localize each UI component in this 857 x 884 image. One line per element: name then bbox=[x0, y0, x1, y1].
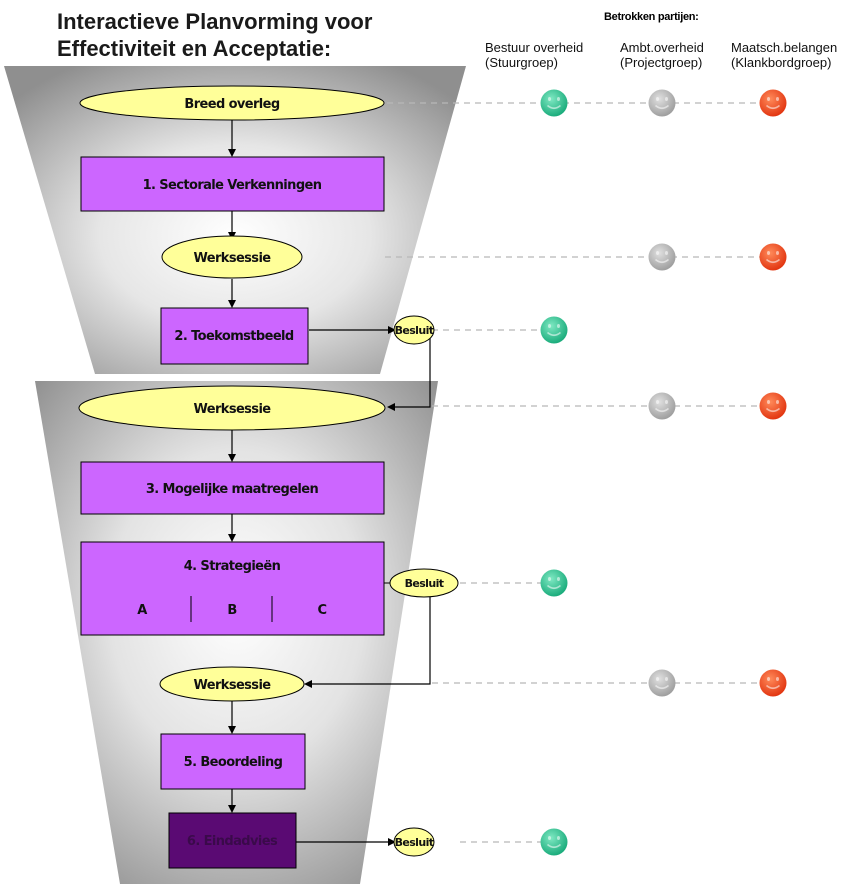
step-5-label: 5. Beoordeling bbox=[184, 755, 283, 770]
parties-heading: Betrokken partijen: bbox=[604, 11, 699, 23]
step-3-box: 3. Mogelijke maatregelen bbox=[80, 461, 385, 515]
step-6-label: 6. Eindadvies bbox=[187, 834, 278, 849]
smiley-grey-icon bbox=[647, 668, 677, 698]
step-4-label: 4. Strategieën bbox=[184, 559, 281, 574]
party-connector-lines bbox=[385, 102, 760, 843]
smiley-red-icon bbox=[758, 242, 788, 272]
breed-overleg-label: Breed overleg bbox=[184, 97, 279, 112]
smiley-red-icon bbox=[758, 391, 788, 421]
party-ambt-group: (Projectgroep) bbox=[620, 55, 703, 70]
diagram-title: Interactieve Planvorming voor Effectivit… bbox=[57, 8, 372, 62]
werksessie-3-label: Werksessie bbox=[193, 678, 271, 693]
besluit-2-label: Besluit bbox=[405, 577, 444, 590]
besluit-1-node: Besluit bbox=[393, 315, 435, 345]
besluit-1-label: Besluit bbox=[395, 324, 434, 337]
party-maatsch-name: Maatsch.belangen bbox=[731, 40, 838, 55]
party-label-maatsch: Maatsch.belangen (Klankbordgroep) bbox=[731, 40, 837, 70]
step-6-box: 6. Eindadvies bbox=[168, 812, 297, 869]
party-maatsch-group: (Klankbordgroep) bbox=[731, 55, 832, 70]
werksessie-3-node: Werksessie bbox=[159, 666, 305, 702]
party-bestuur-name: Bestuur overheid bbox=[485, 40, 584, 55]
strategy-a: A bbox=[137, 603, 147, 618]
smiley-green-icon bbox=[539, 315, 569, 345]
breed-overleg-node: Breed overleg bbox=[79, 85, 385, 121]
upper-funnel bbox=[4, 66, 466, 374]
werksessie-1-node: Werksessie bbox=[161, 235, 303, 279]
smiley-red-icon bbox=[758, 668, 788, 698]
step-2-label: 2. Toekomstbeeld bbox=[174, 329, 294, 344]
smiley-red-icon bbox=[758, 88, 788, 118]
besluit-2-node: Besluit bbox=[384, 568, 459, 598]
party-smileys bbox=[539, 88, 788, 857]
besluit-3-label: Besluit bbox=[395, 836, 434, 849]
title-line-1: Interactieve Planvorming voor bbox=[57, 9, 373, 34]
step-5-box: 5. Beoordeling bbox=[160, 733, 306, 790]
smiley-green-icon bbox=[539, 88, 569, 118]
smiley-green-icon bbox=[539, 568, 569, 598]
step-2-box: 2. Toekomstbeeld bbox=[160, 307, 309, 365]
step-1-label: 1. Sectorale Verkenningen bbox=[143, 178, 322, 193]
smiley-grey-icon bbox=[647, 391, 677, 421]
strategy-b: B bbox=[227, 603, 236, 618]
party-label-bestuur: Bestuur overheid (Stuurgroep) bbox=[485, 40, 583, 70]
arrow-besluit-to-werksessie-2 bbox=[304, 591, 431, 688]
step-1-box: 1. Sectorale Verkenningen bbox=[80, 156, 385, 212]
werksessie-2-node: Werksessie bbox=[78, 385, 386, 431]
strategy-c: C bbox=[318, 603, 327, 618]
smiley-grey-icon bbox=[647, 242, 677, 272]
werksessie-1-label: Werksessie bbox=[193, 251, 271, 266]
werksessie-2-label: Werksessie bbox=[193, 402, 271, 417]
step-3-label: 3. Mogelijke maatregelen bbox=[146, 482, 319, 497]
besluit-3-node: Besluit bbox=[393, 827, 435, 857]
smiley-green-icon bbox=[539, 827, 569, 857]
arrow-besluit-to-werksessie bbox=[387, 338, 431, 411]
smiley-grey-icon bbox=[647, 88, 677, 118]
step-4-box: 4. Strategieën A B C bbox=[80, 541, 385, 636]
party-bestuur-group: (Stuurgroep) bbox=[485, 55, 558, 70]
title-line-2: Effectiviteit en Acceptatie: bbox=[57, 36, 332, 61]
party-label-ambt: Ambt.overheid (Projectgroep) bbox=[620, 40, 704, 70]
party-ambt-name: Ambt.overheid bbox=[620, 40, 704, 55]
